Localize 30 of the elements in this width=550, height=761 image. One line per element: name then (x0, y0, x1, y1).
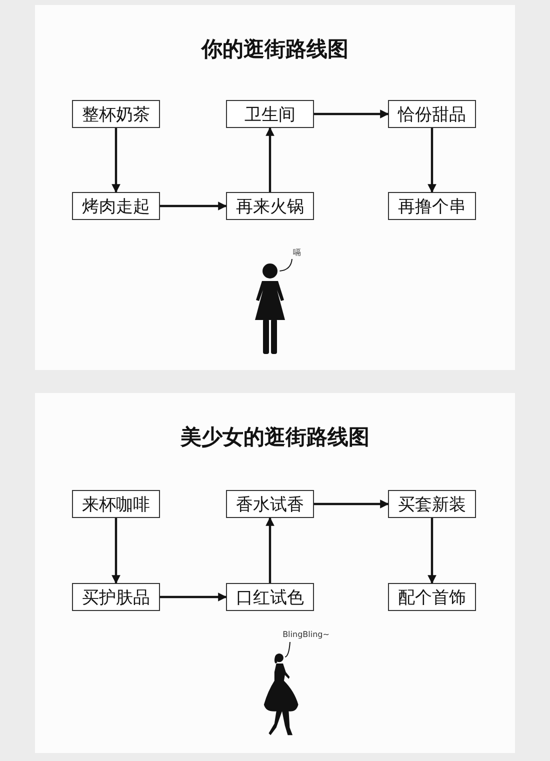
leader-line (279, 258, 292, 272)
arrow (428, 518, 436, 584)
leader-line (284, 642, 290, 658)
step-box: 口红试色 (226, 583, 314, 611)
step-box: 香水试香 (226, 490, 314, 518)
step-box: 再来火锅 (226, 192, 314, 220)
step-box: 来杯咖啡 (72, 490, 160, 518)
step-box: 再撸个串 (388, 192, 476, 220)
step-box: 烤肉走起 (72, 192, 160, 220)
arrow (160, 592, 227, 602)
heading: 美少女的逛街路线图 (180, 424, 370, 451)
step-box: 卫生间 (226, 100, 314, 128)
step-box: 恰份甜品 (388, 100, 476, 128)
panel (35, 5, 515, 370)
step-box: 买套新装 (388, 490, 476, 518)
arrow (428, 128, 436, 193)
heading: 你的逛街路线图 (202, 36, 348, 63)
arrow (314, 110, 389, 118)
step-box: 配个首饰 (388, 583, 476, 611)
arrow (266, 127, 274, 192)
step-box: 买护肤品 (72, 583, 160, 611)
arrow (266, 517, 274, 583)
step-box: 整杯奶茶 (72, 100, 160, 128)
arrow (112, 128, 120, 193)
speech-text: BlingBling~ (280, 630, 332, 642)
arrow (160, 202, 227, 210)
panel (35, 393, 515, 753)
speech-text: 嗝 (290, 247, 304, 259)
arrow (112, 518, 120, 584)
arrow (314, 500, 389, 508)
